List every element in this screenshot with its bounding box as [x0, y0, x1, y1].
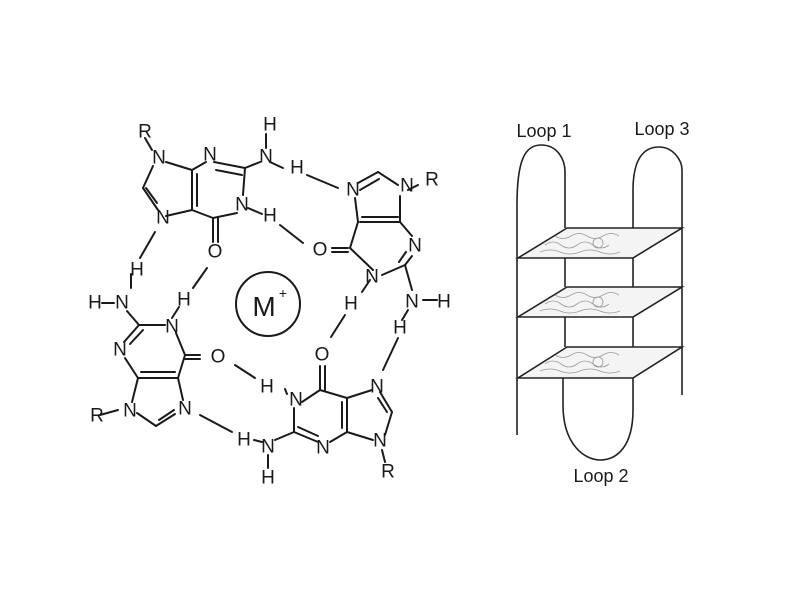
hydrogen-bonds	[139, 174, 399, 433]
atom-r: R	[425, 170, 439, 191]
atom-h: H	[393, 318, 407, 339]
atom-r: R	[90, 406, 104, 427]
strand-loop-3	[632, 146, 683, 395]
atom-n: N	[365, 267, 379, 288]
atom-n: N	[156, 208, 170, 229]
atom-n: N	[373, 431, 387, 452]
atom-h: H	[260, 377, 274, 398]
quartet-plate	[515, 286, 685, 318]
atom-n: N	[152, 148, 166, 169]
atom-h: H	[261, 468, 275, 489]
atom-h: H	[177, 290, 191, 311]
atom-o: O	[208, 242, 223, 263]
atom-h: H	[263, 115, 277, 136]
guanine-bottom-right: O H N N H N N N H R	[237, 345, 395, 489]
atom-n: N	[370, 377, 384, 398]
quartet-plate	[515, 227, 685, 259]
atom-n: N	[400, 176, 414, 197]
quartet-plate	[515, 346, 685, 379]
loop-2-label: Loop 2	[573, 466, 628, 486]
loop-3-label: Loop 3	[634, 119, 689, 139]
atom-r: R	[138, 122, 152, 143]
atom-n: N	[178, 399, 192, 420]
metal-cation: M +	[235, 271, 301, 337]
atom-o: O	[211, 347, 226, 368]
atom-n: N	[165, 317, 179, 338]
guanine-top-right: N N R N O N H N H H	[313, 170, 451, 339]
atom-r: R	[381, 462, 395, 483]
atom-n: N	[346, 180, 360, 201]
atom-h: H	[130, 260, 144, 281]
atom-h: H	[437, 292, 451, 313]
atom-o: O	[313, 240, 328, 261]
atom-h: H	[290, 158, 304, 179]
atom-n: N	[123, 401, 137, 422]
g-quartet-structure: R N N N H H N H N O	[88, 115, 451, 489]
atom-h: H	[88, 293, 102, 314]
atom-o: O	[315, 345, 330, 366]
atom-n: N	[405, 292, 419, 313]
cation-label: M	[252, 291, 275, 322]
loop-1-label: Loop 1	[516, 121, 571, 141]
g-quadruplex-stack: Loop 1 Loop 3 Loop 2	[515, 119, 690, 486]
atom-n: N	[115, 293, 129, 314]
atom-h: H	[237, 430, 251, 451]
atom-n: N	[408, 236, 422, 257]
atom-h: H	[344, 294, 358, 315]
atom-n: N	[113, 340, 127, 361]
strand-loop-2	[562, 378, 634, 461]
atom-n: N	[203, 145, 217, 166]
atom-n: N	[289, 390, 303, 411]
atom-n: N	[316, 438, 330, 459]
cation-charge: +	[279, 285, 287, 301]
atom-n: N	[235, 195, 249, 216]
strand-loop-1	[516, 144, 566, 435]
atom-n: N	[259, 147, 273, 168]
atom-n: N	[261, 437, 275, 458]
guanine-top-left: R N N N H H N H N O	[138, 115, 304, 263]
guanine-bottom-left: H H N H N N O N R N	[88, 260, 225, 427]
atom-h: H	[263, 206, 277, 227]
